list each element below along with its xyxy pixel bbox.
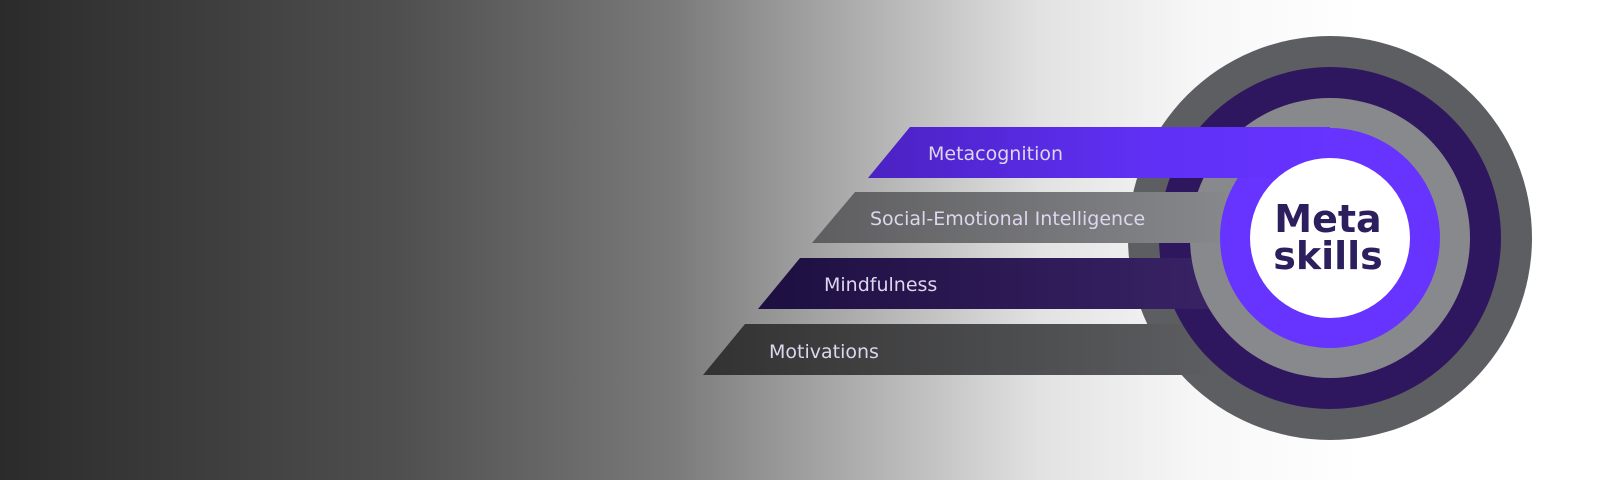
label-mindfulness: Mindfulness <box>824 274 937 296</box>
label-metacognition: Metacognition <box>928 143 1063 165</box>
center-title-line1: Meta <box>1274 197 1381 241</box>
band-social-emotional <box>812 192 1260 243</box>
band-metacognition <box>868 127 1330 178</box>
center-circle <box>1250 158 1410 318</box>
band-mindfulness <box>758 258 1250 309</box>
center-title-line2: skills <box>1273 234 1383 278</box>
band-motivations <box>703 324 1250 375</box>
label-motivations: Motivations <box>769 341 879 363</box>
label-social-emotional: Social-Emotional Intelligence <box>870 208 1145 230</box>
